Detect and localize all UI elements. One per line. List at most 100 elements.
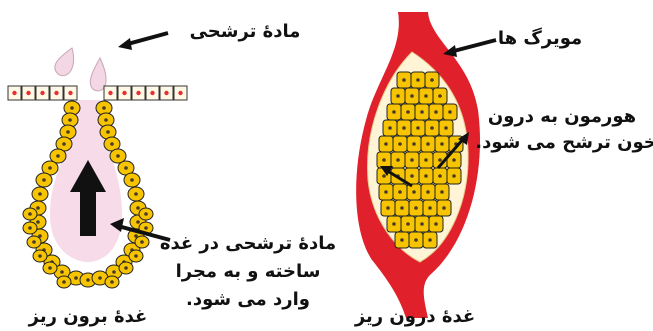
cell-nucleus bbox=[398, 190, 402, 194]
cell-nucleus bbox=[40, 91, 44, 95]
cell-nucleus bbox=[386, 206, 390, 210]
cell-nucleus bbox=[12, 91, 16, 95]
cell-nucleus bbox=[28, 226, 32, 230]
cell-nucleus bbox=[392, 110, 396, 114]
cell-nucleus bbox=[116, 154, 120, 158]
cell-nucleus bbox=[428, 238, 432, 242]
cell-nucleus bbox=[32, 240, 36, 244]
process-label-line3: وارد می شود. bbox=[186, 289, 310, 310]
endocrine-caption: غدۀ درون ریز bbox=[354, 306, 475, 327]
cell-nucleus bbox=[42, 178, 46, 182]
cell-nucleus bbox=[112, 270, 116, 274]
cell-nucleus bbox=[448, 110, 452, 114]
cell-nucleus bbox=[136, 91, 140, 95]
cell-nucleus bbox=[434, 110, 438, 114]
cell-nucleus bbox=[144, 212, 148, 216]
cell-nucleus bbox=[388, 126, 392, 130]
cell-nucleus bbox=[26, 91, 30, 95]
cell-nucleus bbox=[438, 158, 442, 162]
cell-nucleus bbox=[150, 91, 154, 95]
cell-nucleus bbox=[452, 158, 456, 162]
cell-nucleus bbox=[60, 270, 64, 274]
cell-nucleus bbox=[70, 106, 74, 110]
cell-nucleus bbox=[384, 190, 388, 194]
cell-nucleus bbox=[414, 238, 418, 242]
cell-nucleus bbox=[134, 192, 138, 196]
cell-nucleus bbox=[402, 78, 406, 82]
secretion-droplet bbox=[55, 48, 74, 76]
cell-nucleus bbox=[440, 190, 444, 194]
cell-nucleus bbox=[420, 110, 424, 114]
cell-nucleus bbox=[122, 91, 126, 95]
cell-nucleus bbox=[36, 206, 40, 210]
hormone-label-line1: هورمون به درون bbox=[488, 106, 636, 127]
cell-nucleus bbox=[428, 206, 432, 210]
cell-nucleus bbox=[396, 94, 400, 98]
cell-nucleus bbox=[442, 206, 446, 210]
secretion-label: مادۀ ترشحی bbox=[190, 21, 301, 42]
cell-nucleus bbox=[38, 192, 42, 196]
cell-nucleus bbox=[86, 278, 90, 282]
cell-nucleus bbox=[98, 276, 102, 280]
cell-nucleus bbox=[62, 280, 66, 284]
cell-nucleus bbox=[66, 130, 70, 134]
cell-nucleus bbox=[382, 158, 386, 162]
cell-nucleus bbox=[124, 266, 128, 270]
cell-nucleus bbox=[426, 142, 430, 146]
cell-nucleus bbox=[144, 226, 148, 230]
cell-nucleus bbox=[136, 220, 140, 224]
cell-nucleus bbox=[106, 130, 110, 134]
cell-nucleus bbox=[110, 280, 114, 284]
cell-nucleus bbox=[424, 174, 428, 178]
cell-nucleus bbox=[396, 158, 400, 162]
cell-nucleus bbox=[426, 190, 430, 194]
cell-nucleus bbox=[444, 126, 448, 130]
cell-nucleus bbox=[102, 106, 106, 110]
cell-nucleus bbox=[400, 206, 404, 210]
capillaries-label: مویرگ ها bbox=[498, 27, 582, 49]
cell-nucleus bbox=[110, 142, 114, 146]
cell-nucleus bbox=[438, 174, 442, 178]
cell-nucleus bbox=[36, 220, 40, 224]
cell-nucleus bbox=[134, 254, 138, 258]
cell-nucleus bbox=[430, 126, 434, 130]
capillaries-pointer-arrow bbox=[443, 40, 496, 57]
exocrine-caption: غدۀ برون ریز bbox=[28, 306, 148, 327]
cell-nucleus bbox=[420, 222, 424, 226]
cell-nucleus bbox=[410, 94, 414, 98]
cell-nucleus bbox=[48, 166, 52, 170]
cell-nucleus bbox=[392, 222, 396, 226]
cell-nucleus bbox=[438, 94, 442, 98]
cell-nucleus bbox=[28, 212, 32, 216]
cell-nucleus bbox=[68, 118, 72, 122]
secretion-pointer-arrow bbox=[118, 33, 168, 50]
cell-nucleus bbox=[416, 126, 420, 130]
cell-nucleus bbox=[382, 174, 386, 178]
cell-nucleus bbox=[104, 118, 108, 122]
cell-nucleus bbox=[74, 276, 78, 280]
cell-nucleus bbox=[410, 158, 414, 162]
process-label-line2: ساخته و به مجرا bbox=[176, 261, 321, 282]
cell-nucleus bbox=[400, 238, 404, 242]
cell-nucleus bbox=[424, 94, 428, 98]
cell-nucleus bbox=[384, 142, 388, 146]
cell-nucleus bbox=[406, 222, 410, 226]
cell-nucleus bbox=[434, 222, 438, 226]
cell-nucleus bbox=[108, 91, 112, 95]
cell-nucleus bbox=[140, 240, 144, 244]
cell-nucleus bbox=[412, 190, 416, 194]
cell-nucleus bbox=[38, 254, 42, 258]
cell-nucleus bbox=[48, 266, 52, 270]
cell-nucleus bbox=[136, 206, 140, 210]
hormone-label-line2: خون ترشح می شود. bbox=[475, 132, 653, 153]
cell-nucleus bbox=[416, 78, 420, 82]
cell-nucleus bbox=[62, 142, 66, 146]
process-label-line1: مادۀ ترشحی در غده bbox=[160, 233, 336, 254]
cell-nucleus bbox=[414, 206, 418, 210]
cell-nucleus bbox=[452, 174, 456, 178]
cell-nucleus bbox=[54, 91, 58, 95]
cell-nucleus bbox=[124, 166, 128, 170]
cell-nucleus bbox=[402, 126, 406, 130]
cell-nucleus bbox=[430, 78, 434, 82]
cell-nucleus bbox=[56, 154, 60, 158]
